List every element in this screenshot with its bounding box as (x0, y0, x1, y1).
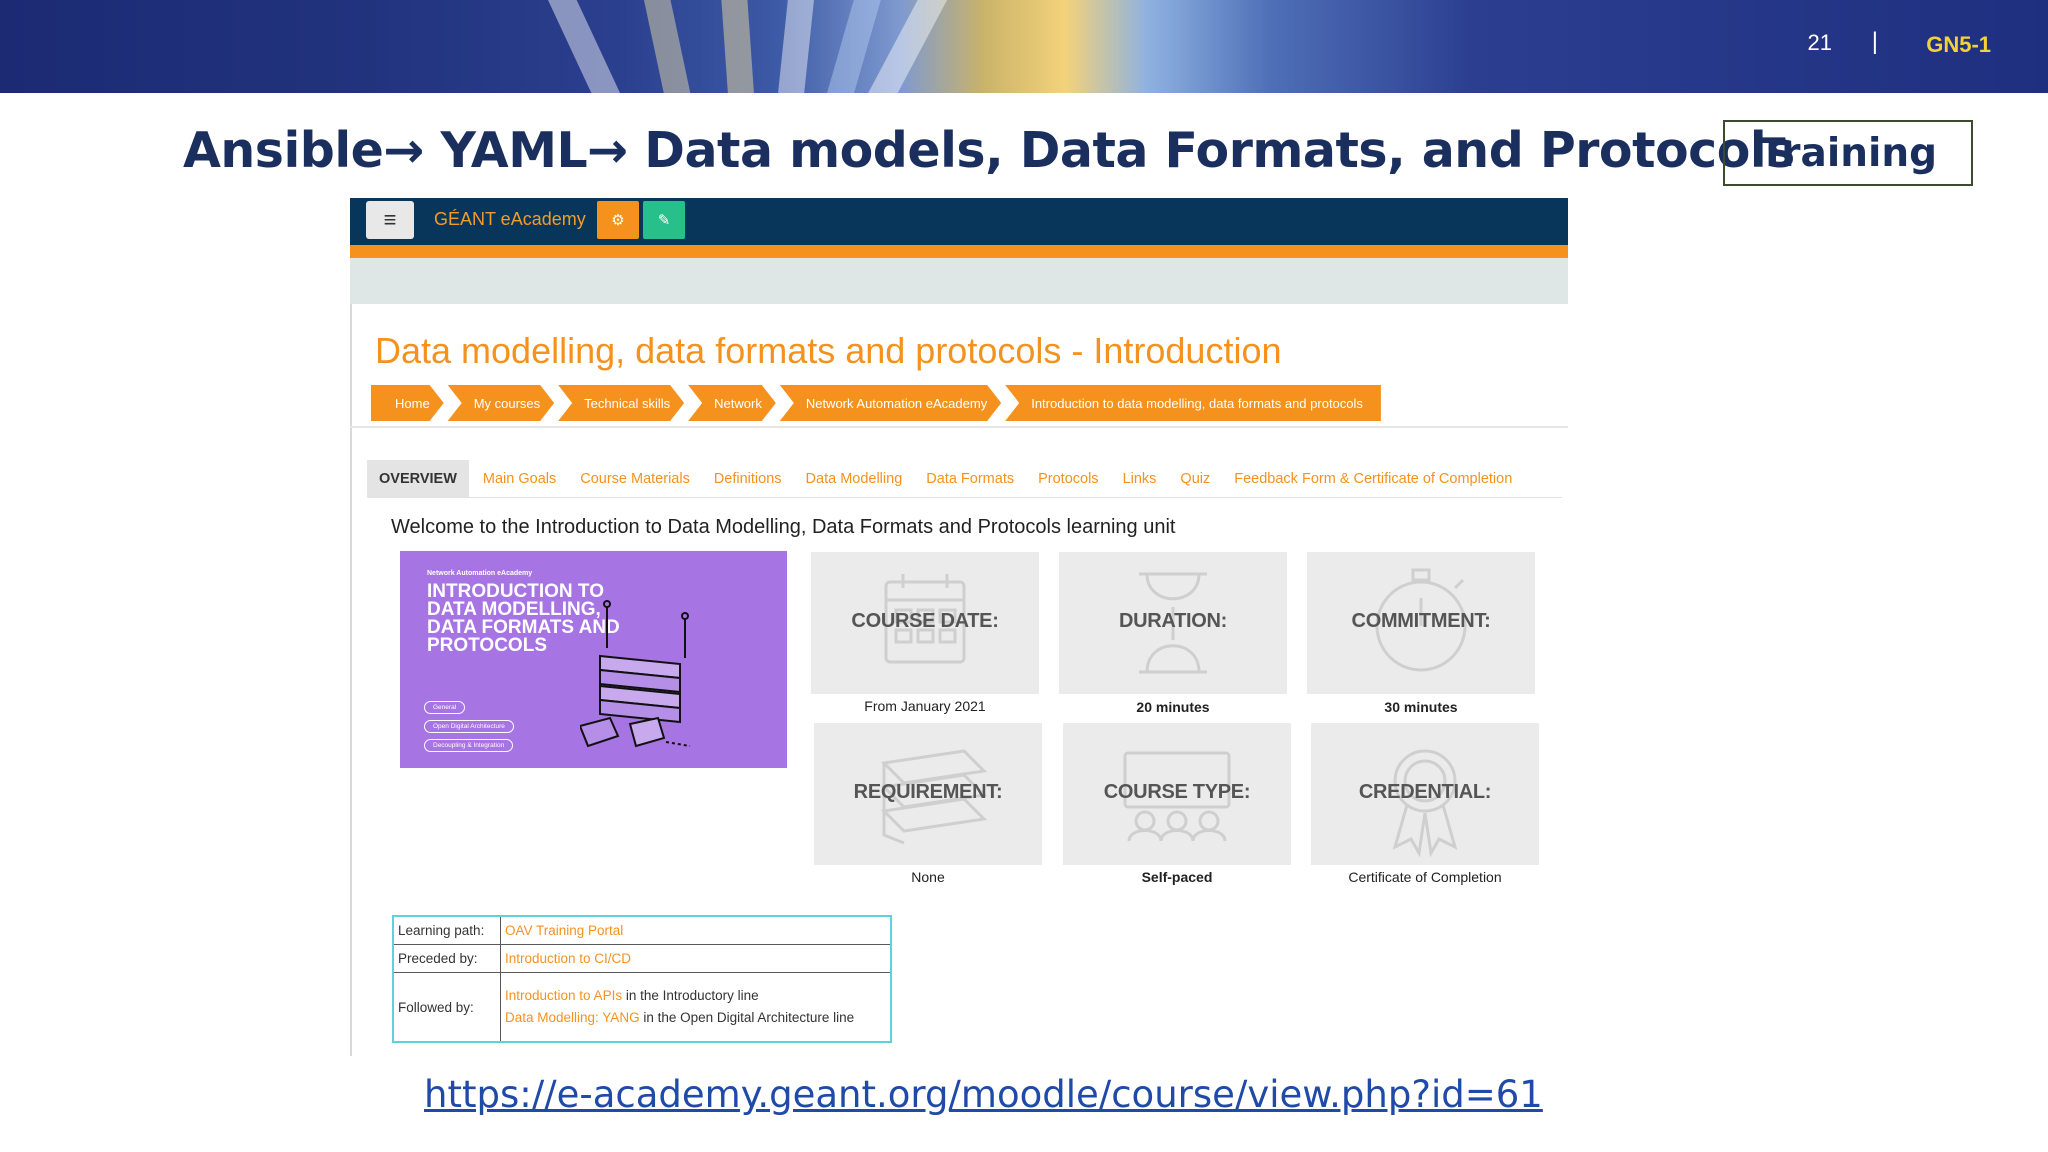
commitment-value: 30 minutes (1384, 699, 1458, 715)
followed-link-yang[interactable]: Data Modelling: YANG (505, 1010, 640, 1025)
cover-title: INTRODUCTION TO DATA MODELLING, DATA FOR… (427, 581, 620, 656)
breadcrumb: Home My courses Technical skills Network… (371, 385, 1385, 421)
hamburger-icon[interactable]: ≡ (366, 201, 414, 239)
duration-value: 20 minutes (1136, 699, 1210, 715)
classroom-icon (1123, 751, 1231, 842)
learning-path-cell: OAV Training Portal (500, 915, 892, 945)
gears-icon[interactable]: ⚙ (597, 201, 639, 239)
breadcrumb-home[interactable]: Home (371, 385, 444, 421)
tab-data-formats[interactable]: Data Formats (926, 470, 1015, 487)
project-code: GN5-1 (1926, 32, 1991, 57)
training-badge: Training (1723, 120, 1973, 186)
cover-tag: General (424, 701, 466, 714)
card-label: COMMITMENT: (1351, 610, 1491, 632)
left-divider (350, 304, 352, 1056)
slide-title: Ansible→ YAML→ Data models, Data Formats… (183, 122, 1795, 179)
course-date-card: COURSE DATE: (811, 552, 1039, 694)
cover-tag: Open Digital Architecture (424, 720, 514, 733)
site-brand[interactable]: GÉANT eAcademy (434, 209, 586, 229)
hourglass-icon (1139, 572, 1207, 674)
tab-links[interactable]: Links (1122, 470, 1157, 487)
table-row: Preceded by: Introduction to CI/CD (392, 944, 892, 973)
breadcrumb-technical-skills[interactable]: Technical skills (558, 385, 684, 421)
cover-tags: General Open Digital Architecture Decoup… (424, 701, 514, 758)
course-cover-image: Network Automation eAcademy INTRODUCTION… (400, 551, 787, 768)
tab-quiz[interactable]: Quiz (1180, 470, 1211, 487)
slide-separator: | (1871, 28, 1878, 55)
followed-text: in the Open Digital Architecture line (639, 1010, 855, 1025)
cover-tag: Decoupling & Integration (424, 739, 514, 752)
edit-icon[interactable]: ✎ (643, 201, 685, 239)
breadcrumb-current-course[interactable]: Introduction to data modelling, data for… (1005, 385, 1381, 421)
moodle-navbar: ≡ GÉANT eAcademy ⚙ ✎ (350, 198, 1568, 245)
breadcrumb-network-automation[interactable]: Network Automation eAcademy (780, 385, 1001, 421)
course-date-value: From January 2021 (864, 698, 986, 714)
preceded-key: Preceded by: (392, 944, 501, 973)
slide-header-band: 21 | GN5-1 (0, 0, 2048, 93)
stopwatch-icon (1375, 568, 1467, 672)
books-icon (880, 749, 988, 845)
tabs-divider (367, 497, 1562, 498)
course-tabs: OVERVIEW Main Goals Course Materials Def… (367, 460, 1524, 497)
commitment-card: COMMITMENT: (1307, 552, 1535, 694)
orange-stripe (350, 245, 1568, 258)
tab-data-modelling[interactable]: Data Modelling (805, 470, 903, 487)
requirement-value: None (911, 869, 945, 885)
table-row: Learning path: OAV Training Portal (392, 915, 892, 945)
card-label: COURSE TYPE: (1103, 781, 1251, 803)
followed-link-apis[interactable]: Introduction to APIs (505, 988, 623, 1003)
building-blocks-illustration (580, 600, 691, 748)
tab-course-materials[interactable]: Course Materials (580, 470, 690, 487)
course-title: Data modelling, data formats and protoco… (375, 330, 1282, 371)
preceded-cell: Introduction to CI/CD (500, 944, 892, 973)
followed-key: Followed by: (392, 972, 501, 1043)
card-label: COURSE DATE: (851, 610, 999, 632)
learning-path-link[interactable]: OAV Training Portal (505, 923, 624, 938)
breadcrumb-my-courses[interactable]: My courses (448, 385, 554, 421)
card-label: REQUIREMENT: (853, 781, 1003, 803)
slide-number: 21 (1807, 30, 1832, 55)
calendar-icon (884, 574, 966, 664)
credential-card: CREDENTIAL: (1311, 723, 1539, 865)
cover-small-label: Network Automation eAcademy (427, 570, 533, 577)
divider (350, 426, 1568, 428)
moodle-screenshot: ≡ GÉANT eAcademy ⚙ ✎ Data modelling, dat… (350, 198, 1568, 1056)
preceded-link[interactable]: Introduction to CI/CD (505, 951, 632, 966)
course-type-value: Self-paced (1141, 869, 1213, 885)
learning-path-key: Learning path: (392, 915, 501, 945)
breadcrumb-network[interactable]: Network (688, 385, 776, 421)
card-label: DURATION: (1118, 610, 1228, 632)
award-icon (1392, 749, 1458, 858)
credential-value: Certificate of Completion (1348, 869, 1502, 885)
welcome-text: Welcome to the Introduction to Data Mode… (391, 516, 1176, 538)
grey-banner (350, 258, 1568, 304)
tab-overview[interactable]: OVERVIEW (367, 460, 469, 497)
tab-main-goals[interactable]: Main Goals (482, 470, 557, 487)
learning-path-table: Learning path: OAV Training Portal Prece… (392, 915, 892, 1043)
course-url-link[interactable]: https://e-academy.geant.org/moodle/cours… (424, 1073, 1543, 1116)
card-label: CREDENTIAL: (1358, 781, 1492, 803)
table-row: Followed by: Introduction to APIs in the… (392, 972, 892, 1043)
tab-feedback-certificate[interactable]: Feedback Form & Certificate of Completio… (1234, 470, 1513, 487)
followed-cell: Introduction to APIs in the Introductory… (500, 972, 892, 1043)
course-type-card: COURSE TYPE: (1063, 723, 1291, 865)
tab-definitions[interactable]: Definitions (713, 470, 782, 487)
requirement-card: REQUIREMENT: (814, 723, 1042, 865)
tab-protocols[interactable]: Protocols (1038, 470, 1099, 487)
followed-text: in the Introductory line (622, 988, 759, 1003)
duration-card: DURATION: (1059, 552, 1287, 694)
